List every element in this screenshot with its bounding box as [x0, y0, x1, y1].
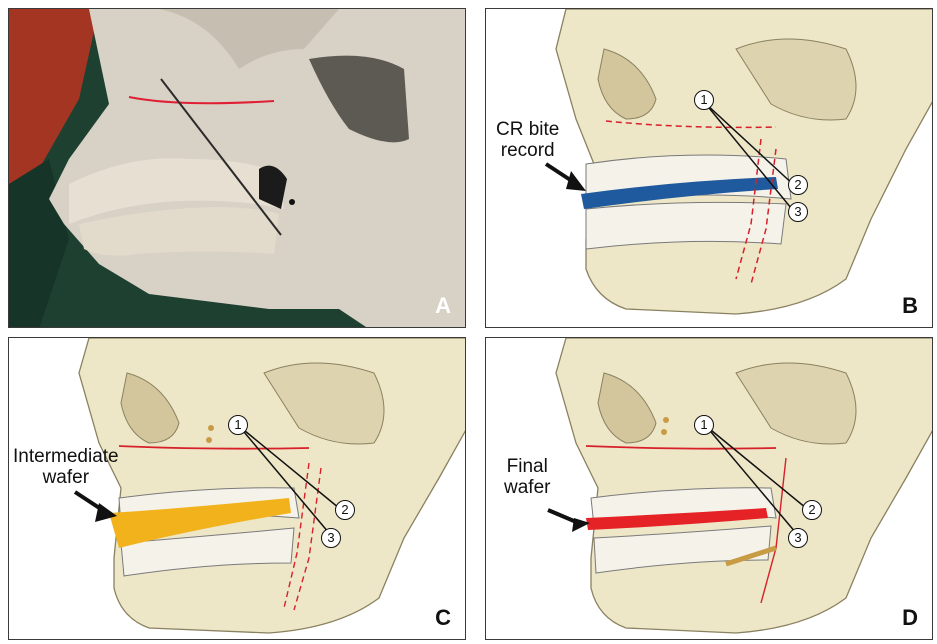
skull-model-photo: [9, 9, 466, 328]
callout-line-2: wafer: [13, 467, 119, 488]
marker-1: 1: [694, 90, 714, 110]
marker-2: 2: [335, 500, 355, 520]
callout-final-wafer: Final wafer: [504, 456, 550, 498]
panel-a-photo: A: [8, 8, 466, 328]
panel-label-a: A: [435, 293, 451, 319]
marker-2: 2: [788, 175, 808, 195]
panel-b-illustration: CR bite record 1 2 3 B: [485, 8, 933, 328]
marker-2: 2: [802, 500, 822, 520]
marker-1: 1: [228, 415, 248, 435]
marker-1: 1: [694, 415, 714, 435]
callout-line-2: wafer: [504, 477, 550, 498]
callout-intermediate-wafer: Intermediate wafer: [13, 446, 119, 488]
callout-line-2: record: [496, 140, 559, 161]
marker-3: 3: [788, 528, 808, 548]
panel-d-illustration: Final wafer 1 2 3 D: [485, 337, 933, 640]
callout-line-1: Intermediate: [13, 446, 119, 467]
panel-label-b: B: [902, 293, 918, 319]
callout-line-1: CR bite: [496, 119, 559, 140]
skull-illustration-c: [9, 338, 466, 640]
marker-3: 3: [788, 202, 808, 222]
callout-line-1: Final: [504, 456, 550, 477]
marker-3: 3: [321, 528, 341, 548]
callout-cr-bite-record: CR bite record: [496, 119, 559, 161]
panel-label-d: D: [902, 605, 918, 631]
skull-illustration-d: [486, 338, 933, 640]
skull-illustration-b: [486, 9, 933, 328]
panel-label-c: C: [435, 605, 451, 631]
panel-c-illustration: Intermediate wafer 1 2 3 C: [8, 337, 466, 640]
